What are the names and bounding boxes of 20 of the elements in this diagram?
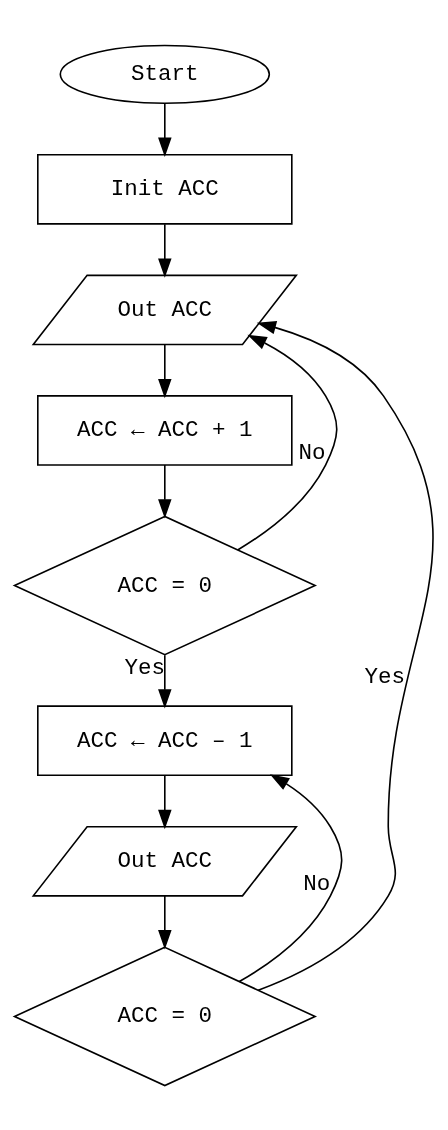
node-box: Init ACC: [37, 153, 293, 225]
edge-label: No: [298, 439, 326, 466]
arrow: [158, 102, 172, 157]
arrow: [158, 774, 172, 829]
node-diamond: ACC = 0: [12, 945, 318, 1086]
edge-label: No: [303, 870, 331, 897]
arrow: [256, 320, 434, 991]
node-box: ACC ← ACC – 1: [37, 704, 293, 776]
arrow: [158, 463, 172, 519]
arrow: [236, 334, 338, 551]
node-diamond: ACC = 0: [12, 515, 318, 656]
node-box: ACC ← ACC + 1: [37, 394, 293, 466]
edge-label: Yes: [364, 663, 406, 690]
arrow: [158, 343, 172, 398]
arrow: [238, 773, 343, 982]
arrow: [158, 653, 172, 709]
arrow: [158, 894, 172, 949]
node-ellipse: Start: [59, 44, 271, 104]
arrow: [158, 222, 172, 278]
edge-label: Yes: [124, 654, 165, 681]
